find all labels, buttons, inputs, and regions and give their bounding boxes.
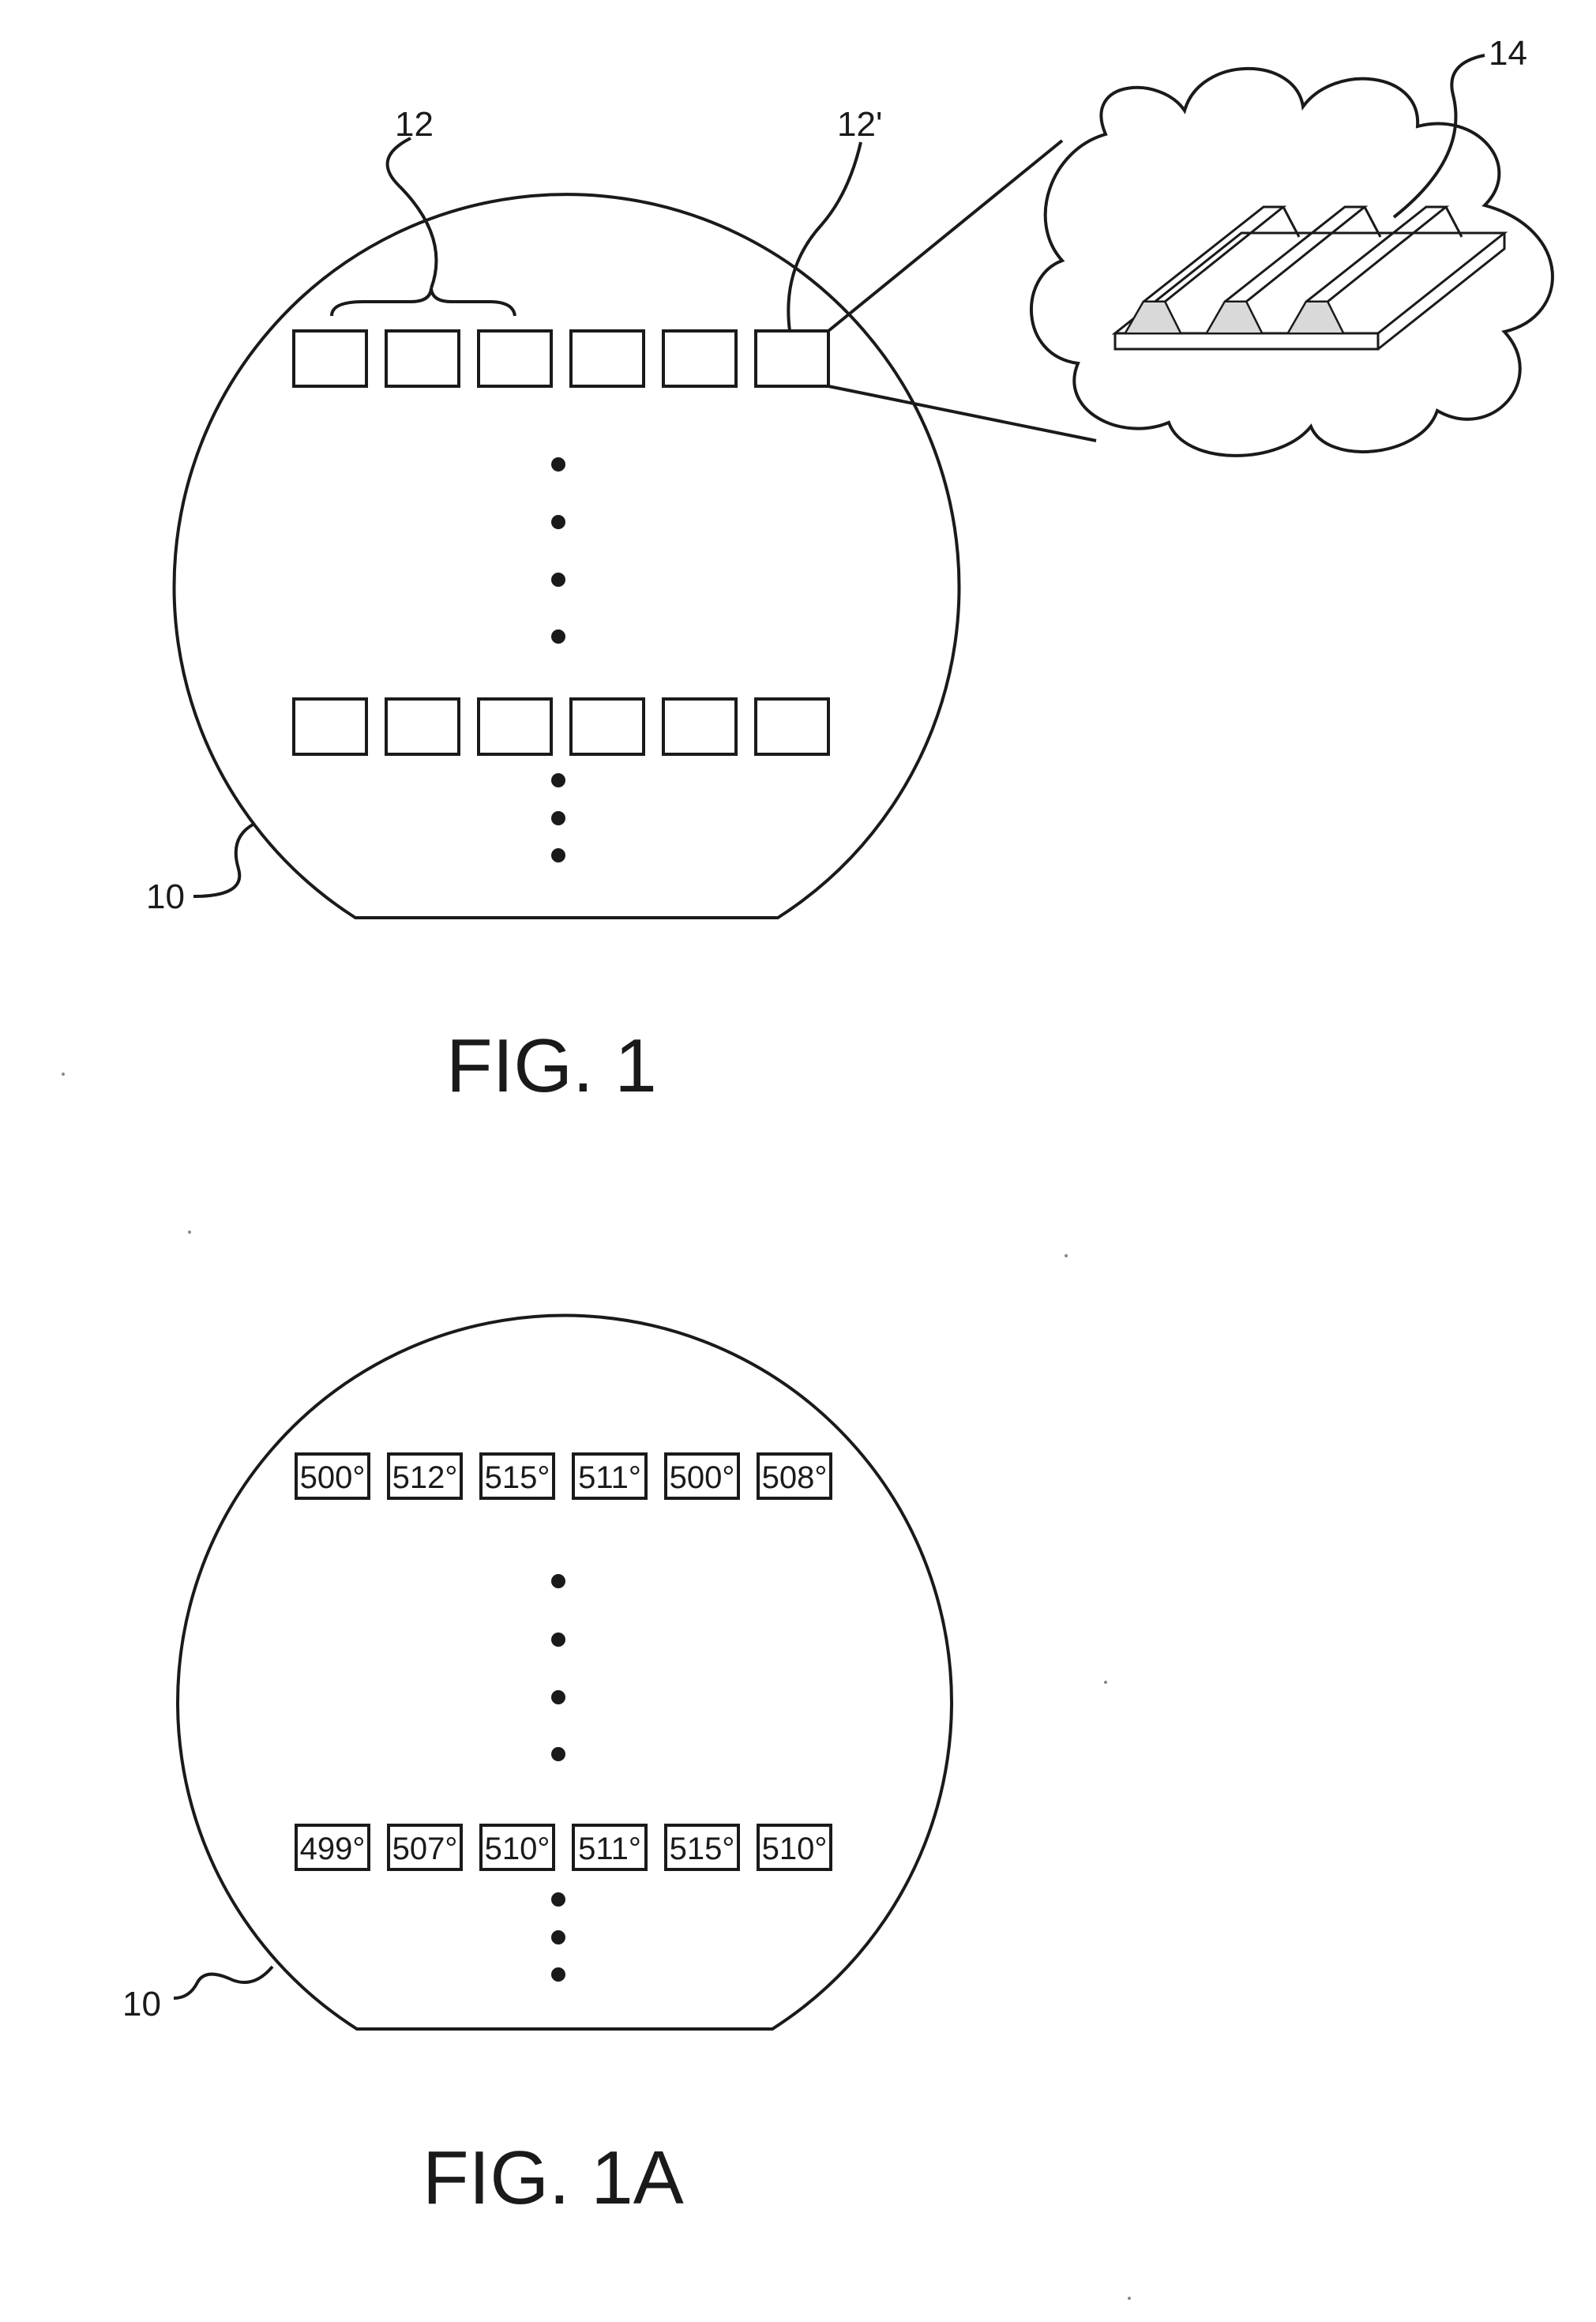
temperature-row-top: 500° 512° 515° 511° 500° 508° — [296, 1454, 831, 1498]
figure-caption: FIG. 1 — [446, 1024, 657, 1108]
ellipsis-dots-lower — [551, 773, 565, 862]
zoom-line-lower — [828, 386, 1096, 441]
ellipsis-dots — [551, 1574, 565, 1761]
leader-line-10 — [193, 824, 254, 896]
die-row-bottom — [294, 699, 828, 754]
fin-face — [1125, 302, 1181, 333]
temperature-row-bottom: 499° 507° 510° 511° 515° 510° — [296, 1825, 831, 1869]
temperature-value: 500° — [670, 1460, 735, 1495]
figure-1: 12 12' 14 10 FIG. 1 — [146, 34, 1553, 1108]
die-selected — [756, 331, 828, 386]
figure-caption: FIG. 1A — [422, 2136, 684, 2220]
fin-face — [1288, 302, 1343, 333]
leader-line-12 — [332, 138, 515, 316]
fin-structure — [1115, 207, 1504, 349]
die — [571, 331, 644, 386]
zoom-line-upper — [828, 141, 1062, 331]
die — [294, 331, 366, 386]
die — [756, 699, 828, 754]
leader-line-10 — [174, 1967, 272, 1998]
temperature-value: 499° — [300, 1832, 366, 1866]
temperature-value: 512° — [392, 1460, 458, 1495]
temperature-value: 510° — [762, 1832, 828, 1866]
ellipsis-dots — [551, 457, 565, 644]
temperature-value: 507° — [392, 1832, 458, 1866]
die-row-top — [294, 331, 828, 386]
die — [479, 699, 551, 754]
die — [386, 331, 459, 386]
leader-line-14 — [1394, 55, 1485, 217]
label-dies: 12 — [395, 105, 434, 144]
die — [294, 699, 366, 754]
substrate-side — [1378, 233, 1504, 349]
die — [571, 699, 644, 754]
wafer-outline — [178, 1316, 952, 2029]
ellipsis-dots-lower — [551, 1892, 565, 1982]
die — [663, 331, 736, 386]
temperature-value: 508° — [762, 1460, 828, 1495]
die — [479, 331, 551, 386]
die — [663, 699, 736, 754]
detail-cloud — [1031, 69, 1553, 456]
temperature-value: 500° — [300, 1460, 366, 1495]
wafer-outline — [174, 194, 959, 918]
label-selected-die: 12' — [837, 105, 882, 144]
temperature-value: 515° — [485, 1460, 550, 1495]
label-detail: 14 — [1489, 34, 1527, 73]
substrate-front — [1115, 333, 1378, 349]
label-wafer: 10 — [122, 1985, 161, 2023]
die — [386, 699, 459, 754]
figure-1a: 500° 512° 515° 511° 500° 508° 499° 507° … — [122, 1316, 952, 2220]
temperature-value: 510° — [485, 1832, 550, 1866]
label-wafer: 10 — [146, 877, 185, 916]
temperature-value: 511° — [578, 1460, 641, 1495]
temperature-value: 511° — [578, 1832, 641, 1866]
fin-face — [1207, 302, 1262, 333]
leader-line-12-prime — [788, 142, 861, 331]
temperature-value: 515° — [670, 1832, 735, 1866]
scan-specks — [62, 1073, 1131, 2300]
